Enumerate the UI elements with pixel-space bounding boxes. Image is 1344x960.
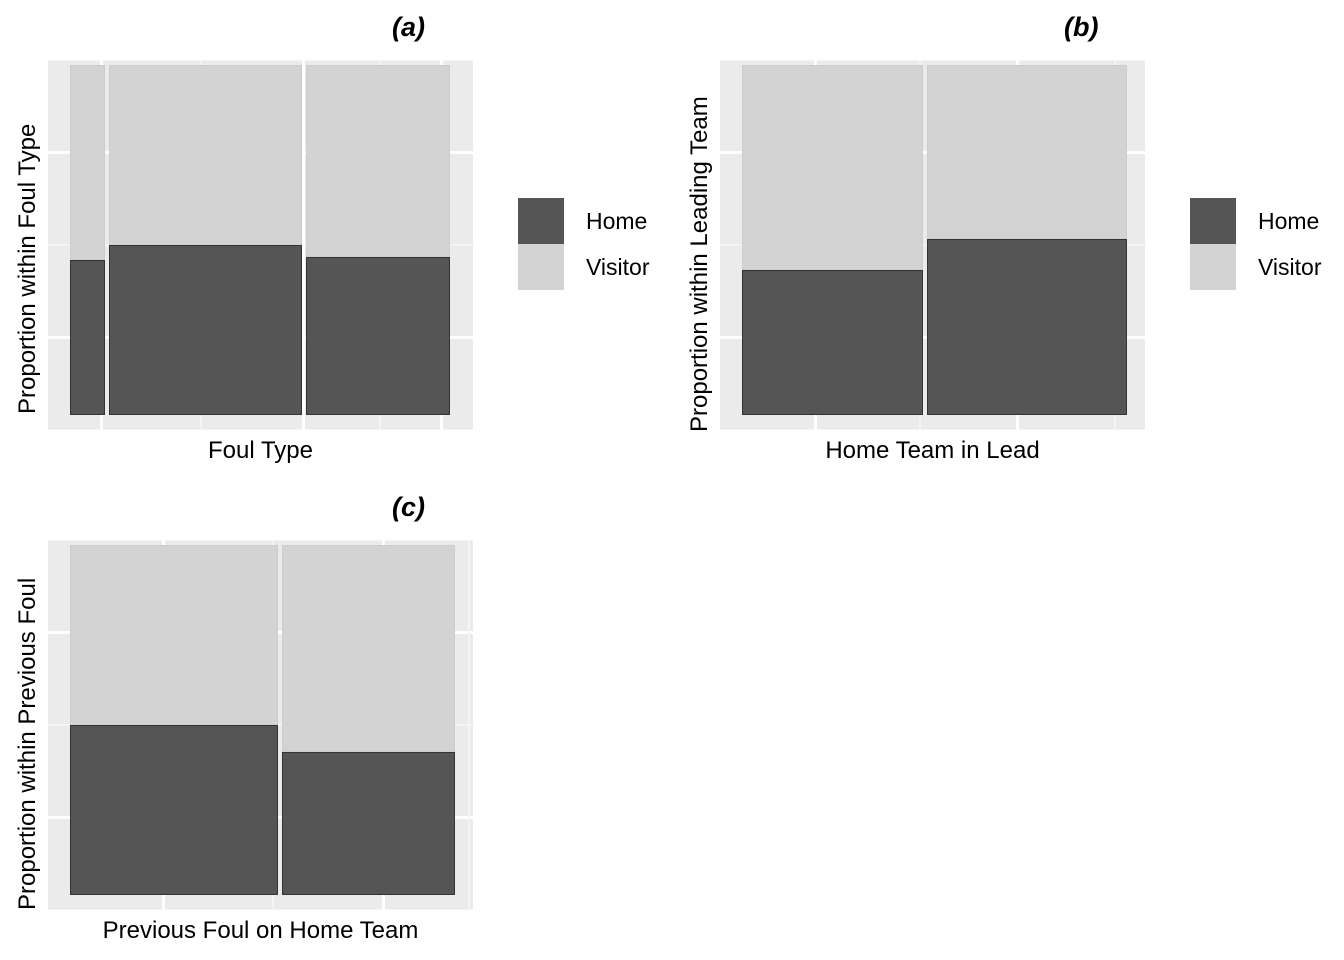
legend-item-visitor[interactable]: Visitor	[1190, 244, 1322, 290]
gridline-horizontal-minor	[48, 429, 473, 430]
panel-b: (b) Proportion within Leading Team Home …	[672, 0, 1344, 480]
mosaic-column[interactable]	[742, 65, 923, 415]
panel-a: (a) Proportion within Foul Type Foul Typ…	[0, 0, 672, 480]
mosaic-segment-visitor[interactable]	[70, 545, 278, 725]
panel-b-x-axis-label: Home Team in Lead	[825, 437, 1040, 464]
legend-label-home: Home	[1258, 207, 1320, 234]
panel-b-plot-area	[720, 60, 1145, 430]
panel-a-y-axis-label: Proportion within Foul Type	[14, 123, 41, 414]
legend-swatch-visitor	[518, 244, 564, 290]
panel-b-tag: (b)	[1064, 12, 1099, 42]
panel-c: (c) Proportion within Previous Foul Prev…	[0, 480, 672, 960]
legend-item-home[interactable]: Home	[1190, 198, 1322, 244]
mosaic-segment-visitor[interactable]	[926, 65, 1127, 239]
panel-b-y-axis-label: Proportion within Leading Team	[686, 96, 713, 432]
mosaic-segment-visitor[interactable]	[281, 545, 455, 752]
mosaic-segment-visitor[interactable]	[70, 65, 105, 260]
legend-swatch-home	[518, 198, 564, 244]
legend-swatch-visitor	[1190, 244, 1236, 290]
gridline-vertical-minor	[467, 540, 470, 910]
legend-swatch-home	[1190, 198, 1236, 244]
mosaic-segment-visitor[interactable]	[305, 65, 451, 258]
mosaic-segment-home[interactable]	[281, 751, 455, 895]
mosaic-column[interactable]	[108, 65, 302, 415]
mosaic-column[interactable]	[305, 65, 451, 415]
panel-b-legend: Home Visitor	[1190, 198, 1322, 290]
mosaic-segment-home[interactable]	[70, 259, 105, 415]
mosaic-segment-visitor[interactable]	[742, 65, 923, 271]
legend-item-home[interactable]: Home	[518, 198, 650, 244]
mosaic-segment-visitor[interactable]	[108, 65, 302, 245]
panel-a-tag: (a)	[392, 12, 425, 42]
mosaic-segment-home[interactable]	[742, 270, 923, 415]
mosaic-column[interactable]	[281, 545, 455, 895]
panel-a-plot-area	[48, 60, 473, 430]
mosaic-segment-home[interactable]	[70, 724, 278, 895]
mosaic-segment-home[interactable]	[305, 257, 451, 415]
gridline-horizontal-minor	[720, 60, 1145, 61]
gridline-horizontal-minor	[720, 429, 1145, 430]
panel-c-tag: (c)	[392, 492, 425, 522]
legend-label-home: Home	[586, 207, 648, 234]
legend-item-visitor[interactable]: Visitor	[518, 244, 650, 290]
panel-c-x-axis-label: Previous Foul on Home Team	[102, 917, 419, 944]
gridline-horizontal-minor	[48, 909, 473, 910]
gridline-vertical	[301, 60, 305, 430]
legend-label-visitor: Visitor	[1258, 253, 1322, 280]
panel-a-x-axis-label: Foul Type	[208, 437, 313, 464]
legend-label-visitor: Visitor	[586, 253, 650, 280]
panel-a-legend: Home Visitor	[518, 198, 650, 290]
gridline-horizontal-minor	[48, 540, 473, 541]
mosaic-column[interactable]	[70, 65, 105, 415]
panel-c-y-axis-label: Proportion within Previous Foul	[14, 577, 41, 910]
mosaic-segment-home[interactable]	[926, 238, 1127, 415]
gridline-horizontal-minor	[48, 60, 473, 61]
mosaic-segment-home[interactable]	[108, 244, 302, 415]
mosaic-column[interactable]	[70, 545, 278, 895]
mosaic-column[interactable]	[926, 65, 1127, 415]
panel-c-plot-area	[48, 540, 473, 910]
